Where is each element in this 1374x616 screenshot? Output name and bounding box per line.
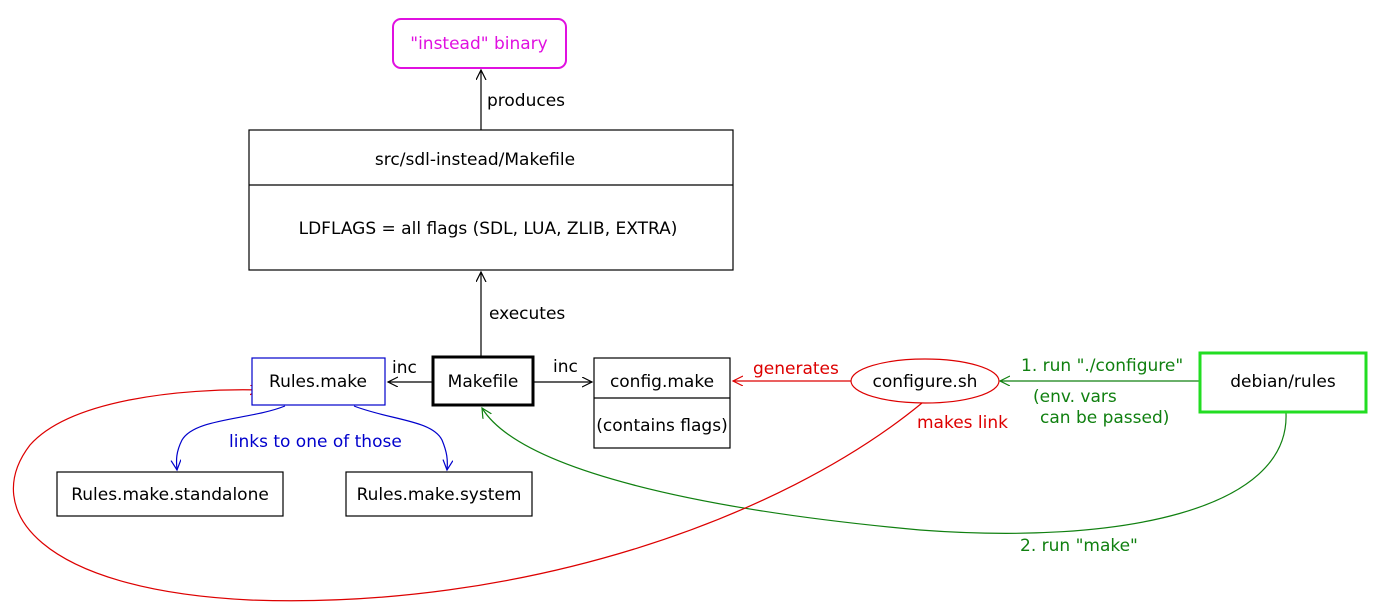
- executes-label: executes: [489, 304, 565, 324]
- sdl-makefile-flags: LDFLAGS = all flags (SDL, LUA, ZLIB, EXT…: [299, 219, 678, 239]
- binary-label: "instead" binary: [410, 34, 548, 54]
- sdl-makefile-title: src/sdl-instead/Makefile: [375, 150, 575, 170]
- env-vars-label-2: can be passed): [1040, 408, 1169, 428]
- makes-link-label: makes link: [917, 413, 1008, 433]
- edge-run-make: [482, 408, 1287, 534]
- rules-standalone-label: Rules.make.standalone: [71, 485, 269, 505]
- run-configure-label: 1. run "./configure": [1021, 356, 1183, 376]
- node-debian-rules: debian/rules: [1198, 351, 1368, 414]
- makefile-label: Makefile: [448, 372, 519, 392]
- run-make-label: 2. run "make": [1020, 536, 1138, 556]
- node-rules-system: Rules.make.system: [345, 471, 533, 517]
- node-rules-make: Rules.make: [251, 357, 386, 406]
- node-makefile: Makefile: [431, 355, 535, 407]
- edge-links-system: [353, 405, 447, 470]
- config-make-note: (contains flags): [596, 416, 727, 436]
- edge-links-standalone: [177, 405, 286, 470]
- generates-label: generates: [753, 359, 839, 379]
- node-config-make: config.make (contains flags): [593, 357, 731, 449]
- produces-label: produces: [487, 91, 565, 111]
- rules-make-label: Rules.make: [269, 372, 367, 392]
- inc-left-label: inc: [392, 358, 417, 378]
- node-binary: "instead" binary: [392, 18, 567, 69]
- links-to-label: links to one of those: [229, 432, 402, 452]
- edge-makes-link: [12, 390, 923, 602]
- rules-system-label: Rules.make.system: [357, 485, 522, 505]
- config-make-title: config.make: [610, 372, 714, 392]
- configure-sh-label: configure.sh: [873, 372, 978, 392]
- env-vars-label-1: (env. vars: [1033, 387, 1117, 407]
- node-configure-sh: configure.sh: [850, 358, 1000, 404]
- debian-rules-label: debian/rules: [1230, 372, 1336, 392]
- node-sdl-makefile: src/sdl-instead/Makefile LDFLAGS = all f…: [248, 129, 734, 271]
- inc-right-label: inc: [553, 357, 578, 377]
- node-rules-standalone: Rules.make.standalone: [56, 471, 284, 517]
